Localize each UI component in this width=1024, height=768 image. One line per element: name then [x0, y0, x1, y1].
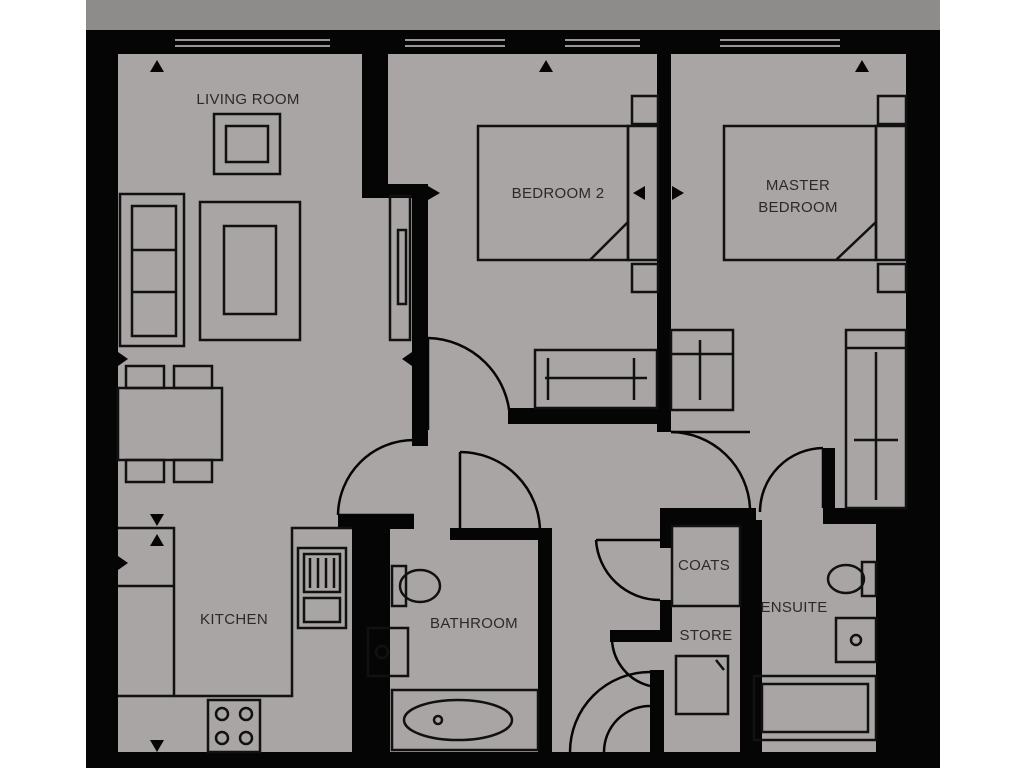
- wall-ensuite-left: [752, 520, 762, 768]
- bed-icon: [476, 94, 660, 294]
- wall-bath-top: [338, 515, 414, 529]
- window-arrow-icon: [402, 352, 412, 366]
- wall-bath-right: [538, 528, 552, 768]
- outer-wall-top: [86, 30, 940, 54]
- wall-master-bottom-left: [823, 448, 835, 518]
- wall-coats-left: [660, 508, 672, 548]
- toilet-icon: [390, 564, 442, 608]
- chair-icon: [172, 364, 214, 390]
- window-arrow-icon: [150, 534, 164, 546]
- wall-living-bed2: [362, 30, 388, 192]
- coffee-table-icon: [198, 200, 302, 342]
- door-swing-icon: [336, 438, 415, 517]
- door-swing-icon: [602, 704, 651, 753]
- label-bathroom: BATHROOM: [430, 615, 518, 632]
- door-swing-icon: [568, 670, 651, 753]
- wall-master-bottom: [823, 508, 906, 524]
- window-arrow-icon: [150, 60, 164, 72]
- wardrobe-icon: [533, 348, 659, 410]
- label-bedroom-2: BEDROOM 2: [512, 185, 605, 202]
- wall-store-left: [650, 670, 664, 768]
- label-living-room: LIVING ROOM: [196, 91, 299, 108]
- window-arrow-icon: [150, 740, 164, 752]
- window-arrow-icons: [118, 60, 869, 752]
- coats-cupboard: [670, 524, 742, 608]
- hob-icon: [206, 698, 262, 754]
- window-arrow-icon: [633, 186, 645, 200]
- window-arrow-icon: [428, 186, 440, 200]
- chair-icon: [124, 364, 166, 390]
- chair-icon: [124, 458, 166, 484]
- door-swing-icon: [426, 336, 512, 430]
- media-unit-icon: [388, 194, 412, 342]
- label-ensuite: ENSUITE: [760, 599, 827, 616]
- wardrobe-icon: [844, 328, 908, 510]
- label-coats: COATS: [678, 557, 730, 574]
- wall-kitchen-bath: [352, 528, 390, 768]
- walls: [86, 30, 940, 768]
- wall-coats-top: [660, 508, 756, 526]
- bathtub-icon: [390, 688, 540, 752]
- label-master-line1: MASTER: [766, 177, 830, 194]
- basin-icon: [834, 616, 878, 664]
- outer-wall-bottom: [86, 752, 940, 768]
- windows-top: [175, 39, 840, 47]
- window-arrow-icon: [539, 60, 553, 72]
- armchair-icon: [212, 112, 282, 176]
- wardrobe-icon: [669, 328, 735, 412]
- window-arrow-icon: [118, 556, 128, 570]
- toilet-icon: [826, 560, 878, 598]
- wall-bath-top-right: [450, 528, 540, 540]
- window-arrow-icon: [855, 60, 869, 72]
- door-swing-icon: [610, 638, 660, 688]
- sofa-icon: [118, 192, 186, 348]
- wall-living-bed2-ledge: [362, 184, 428, 198]
- top-band: [86, 0, 940, 30]
- label-store: STORE: [680, 627, 733, 644]
- label-kitchen: KITCHEN: [200, 611, 268, 628]
- window-arrow-icon: [150, 514, 164, 526]
- door-swing-icon: [758, 446, 825, 513]
- wall-hall-left: [412, 184, 428, 446]
- store-unit: [674, 654, 730, 716]
- window-arrow-icon: [672, 186, 684, 200]
- wall-bed2-bottom: [508, 408, 671, 424]
- wall-bed2-master: [657, 30, 671, 432]
- door-swing-icon: [594, 538, 661, 602]
- chair-icon: [172, 458, 214, 484]
- bathtub-icon: [752, 674, 878, 742]
- sink-icon: [296, 546, 348, 630]
- door-swing-icon: [670, 430, 752, 509]
- outer-wall-right-lower: [876, 515, 940, 768]
- floor-area: [86, 30, 940, 768]
- table-icon: [116, 386, 224, 462]
- outer-wall-left: [86, 30, 118, 768]
- basin-icon: [366, 626, 410, 678]
- label-master-line2: BEDROOM: [758, 199, 838, 216]
- outer-wall-right: [906, 30, 940, 515]
- window-arrow-icon: [118, 352, 128, 366]
- kitchen-counter: [118, 526, 352, 698]
- door-swing-icon: [458, 450, 542, 533]
- bed-icon: [722, 94, 908, 294]
